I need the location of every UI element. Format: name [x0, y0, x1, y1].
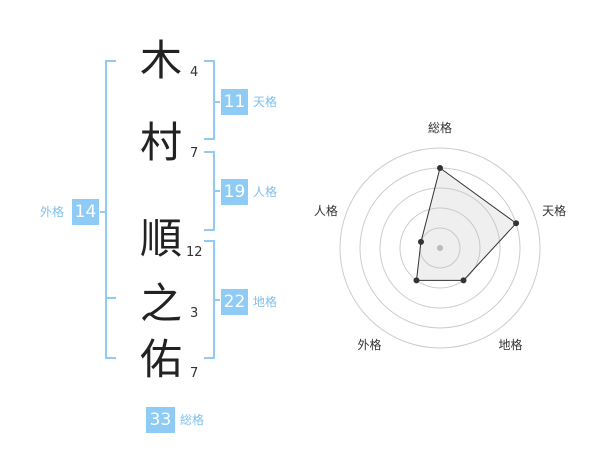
name-char-3: 順	[139, 214, 182, 263]
radar-polygon	[415, 167, 517, 281]
chikaku-label: 地格	[253, 295, 278, 309]
radar-point-4	[417, 238, 424, 245]
radar-axis-label-jinkaku: 人格	[313, 203, 338, 218]
radar-ring-3	[379, 187, 501, 309]
soukaku-label: 総格	[180, 413, 205, 427]
tenkaku-value: 11	[221, 89, 248, 115]
gaikaku-bracket	[105, 60, 116, 359]
stroke-count-2: 7	[190, 146, 199, 161]
radar-axis-label-gaikaku: 外格	[357, 338, 382, 353]
radar-ring-5	[339, 147, 541, 349]
jinkaku-label: 人格	[253, 185, 278, 199]
tenkaku-bracket	[204, 60, 215, 140]
name-char-4: 之	[139, 279, 182, 328]
radar-point-3	[413, 277, 420, 284]
radar-point-0	[437, 165, 443, 171]
stroke-count-5: 7	[190, 366, 199, 381]
stroke-count-4: 3	[190, 306, 199, 321]
gaikaku-label: 外格	[40, 205, 65, 219]
radar-ring-2	[399, 207, 481, 289]
name-char-1: 木	[139, 36, 182, 85]
radar-axis-label-chikaku: 地格	[498, 338, 523, 353]
name-char-2: 村	[139, 118, 182, 167]
radar-center	[437, 245, 443, 251]
stroke-count-3: 12	[186, 245, 203, 260]
radar-axis-label-soukaku: 総格	[428, 121, 453, 135]
soukaku-value: 33	[146, 407, 175, 433]
radar-point-2	[460, 277, 467, 284]
radar-axis-label-tenkaku: 天格	[542, 203, 567, 218]
radar-point-1	[513, 220, 520, 227]
tenkaku-label: 天格	[253, 95, 278, 109]
gaikaku-value: 14	[72, 199, 99, 225]
jinkaku-value: 19	[221, 179, 248, 205]
chikaku-value: 22	[221, 289, 248, 315]
name-char-5: 佑	[139, 335, 182, 384]
stroke-count-1: 4	[190, 65, 199, 80]
